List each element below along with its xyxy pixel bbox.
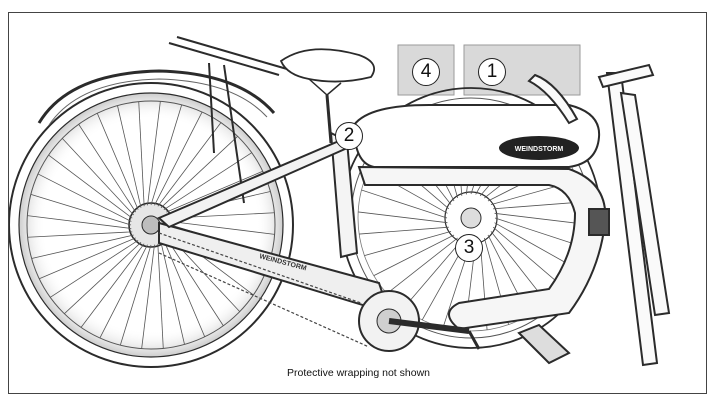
wheel-spoke bbox=[160, 135, 238, 208]
svg-text:WEINDSTORM: WEINDSTORM bbox=[515, 146, 564, 153]
figure-frame: WEINDSTORM WEINDSTORM 4 1 2 3 Pro bbox=[8, 12, 707, 394]
wheel-spoke bbox=[141, 244, 155, 349]
figure-caption: Protective wrapping not shown bbox=[287, 367, 430, 379]
wheel-spoke bbox=[39, 237, 136, 280]
wheel-spoke bbox=[150, 104, 183, 206]
wheel-spoke bbox=[494, 217, 581, 247]
wheel-spoke bbox=[165, 237, 224, 326]
rear-rack bbox=[168, 36, 288, 204]
wheel-spoke bbox=[119, 244, 152, 346]
wheel-spoke bbox=[386, 237, 458, 294]
wheel-spoke bbox=[78, 124, 137, 213]
wheel-spoke bbox=[117, 105, 142, 208]
wheel-spoke bbox=[30, 193, 132, 226]
wheel-spoke bbox=[364, 230, 452, 256]
wheel-spoke bbox=[402, 239, 463, 309]
callout-1: 1 bbox=[478, 58, 506, 86]
wheel-spoke bbox=[170, 221, 275, 235]
wheel-spoke bbox=[160, 242, 185, 345]
wheel-spoke bbox=[27, 231, 133, 238]
bicycle-illustration: WEINDSTORM WEINDSTORM bbox=[9, 36, 671, 368]
wheel-spoke bbox=[61, 138, 134, 216]
wheel-spoke bbox=[493, 201, 583, 210]
wheel-spoke bbox=[27, 215, 132, 229]
wheel-spoke bbox=[358, 211, 448, 224]
wheel-spoke bbox=[31, 234, 134, 259]
callout-4: 4 bbox=[412, 58, 440, 86]
wheel-spoke bbox=[166, 170, 263, 213]
callout-3: 3 bbox=[455, 234, 483, 262]
wheel-spoke bbox=[50, 239, 139, 298]
rear-fender bbox=[37, 69, 276, 124]
wheel-spoke bbox=[147, 101, 161, 206]
fork-and-handlebar bbox=[517, 63, 671, 367]
wheel-spoke bbox=[157, 122, 222, 207]
wheel-spoke bbox=[163, 240, 206, 337]
wheel-spoke bbox=[157, 243, 164, 349]
rear-wheel bbox=[9, 82, 294, 368]
wheel-spoke bbox=[373, 234, 455, 277]
wheel-spoke bbox=[96, 113, 139, 210]
wheel-spoke bbox=[80, 243, 145, 328]
wheel-spoke bbox=[37, 173, 132, 222]
wheel-spoke bbox=[492, 226, 562, 287]
wheel-spoke bbox=[64, 242, 142, 315]
callout-2: 2 bbox=[335, 122, 363, 150]
wheel-spoke bbox=[359, 226, 449, 235]
kickstand bbox=[467, 330, 481, 350]
wheel-spoke bbox=[99, 244, 148, 339]
wheel-spoke bbox=[138, 101, 145, 207]
wheel-spoke bbox=[48, 154, 133, 219]
chainring bbox=[158, 232, 470, 352]
wheel-spoke bbox=[494, 222, 574, 268]
wheel-spoke bbox=[494, 212, 584, 225]
wheel-spoke bbox=[154, 111, 203, 206]
tank-logo: WEINDSTORM bbox=[499, 136, 579, 160]
wheel-spoke bbox=[361, 189, 448, 219]
